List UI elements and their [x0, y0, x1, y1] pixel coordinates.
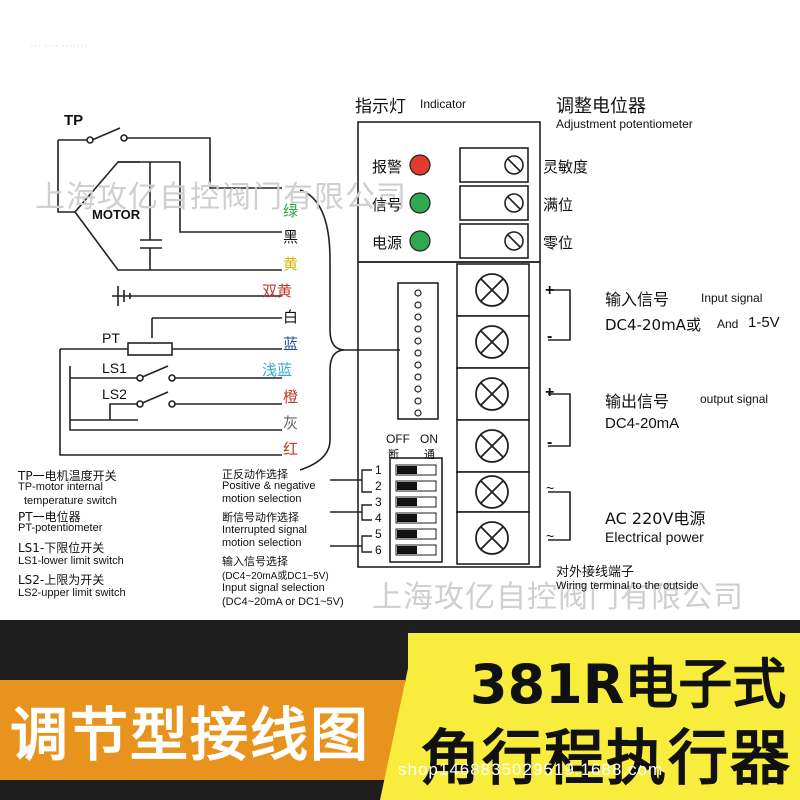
pot-title-cn: 调整电位器	[556, 96, 646, 117]
terminal-title-en: Wiring terminal to the outside	[556, 580, 699, 592]
output-spec: DC4-20mA	[605, 415, 680, 432]
dip-number: 3	[375, 495, 382, 509]
dip-note: 正反动作选择	[222, 468, 288, 481]
wire-label: 浅蓝	[262, 361, 293, 379]
dip-note: (DC4~20mA or DC1~5V)	[222, 596, 344, 608]
shop-url[interactable]: shop1468835029519.1688.com	[398, 760, 664, 779]
input-spec-b: 1-5V	[748, 314, 780, 331]
dip-note: motion selection	[222, 537, 302, 549]
wire-label: 双黄	[262, 282, 293, 300]
power-en-label: Electrical power	[605, 529, 704, 545]
legend-line: LS1-lower limit switch	[18, 555, 124, 567]
dip-note: motion selection	[222, 493, 302, 505]
terminal-title-cn: 对外接线端子	[556, 565, 635, 580]
legend-line: TP一电机温度开关	[18, 469, 117, 483]
terminal-screw-icons	[475, 273, 509, 555]
input-plus-sign: +	[545, 282, 555, 299]
bottom-right-panel	[408, 633, 800, 800]
dip-on-label: ON	[420, 432, 438, 446]
tp-label: TP	[64, 112, 84, 129]
indicator-label-alarm: 报警	[372, 158, 403, 176]
input-signal-en: Input signal	[701, 291, 763, 305]
legend-line: PT-potentiometer	[18, 522, 103, 534]
dip-number: 5	[375, 527, 382, 541]
dip-note: Positive & negative	[222, 480, 316, 492]
wire-label: 绿	[283, 202, 299, 220]
power-tilde: ~	[546, 480, 555, 496]
indicator-title-en: Indicator	[420, 97, 467, 111]
watermark-lower: 上海攻亿自控阀门有限公司	[372, 580, 744, 615]
dip-note: Input signal selection	[222, 582, 325, 594]
dip-off-label: OFF	[386, 432, 410, 446]
output-minus-sign: -	[547, 434, 553, 451]
dip-note: 输入信号选择	[222, 555, 288, 568]
signal-led-icon	[409, 192, 431, 214]
bottom-right-title-line1: 381R电子式	[470, 653, 787, 716]
wire-label: 蓝	[283, 335, 299, 353]
legend-line: PT一电位器	[18, 510, 81, 524]
bottom-left-title: 调节型接线图	[10, 701, 371, 769]
dip-on-cn-label: 通	[424, 448, 435, 461]
output-plus-sign: +	[545, 384, 555, 401]
output-signal-en: output signal	[700, 392, 769, 406]
output-signal-cn: 输出信号	[605, 392, 670, 411]
pot-title-en: Adjustment potentiometer	[556, 117, 693, 131]
dip-number: 1	[375, 463, 382, 477]
wire-label: 黄	[283, 255, 299, 273]
pot-label-zero: 零位	[543, 234, 574, 252]
bottom-right-title-line2: 角行程执行器	[420, 724, 792, 794]
dip-note: 断信号动作选择	[222, 511, 299, 524]
wire-label: 橙	[283, 388, 299, 406]
legend-line: temperature switch	[24, 495, 117, 507]
wire-label: 红	[283, 440, 299, 458]
motor-label: MOTOR	[92, 207, 141, 222]
bottom-left-tab	[0, 680, 405, 780]
indicator-label-power: 电源	[372, 234, 403, 252]
wire-label: 黑	[283, 228, 299, 246]
pt-label: PT	[102, 330, 120, 346]
alarm-led-icon	[409, 154, 431, 176]
dip-note: Interrupted signal	[222, 524, 307, 536]
legend-line: LS2-upper limit switch	[18, 587, 126, 599]
dip-number: 4	[375, 511, 382, 525]
watermark-upper: 上海攻亿自控阀门有限公司	[35, 180, 407, 215]
input-spec-a: DC4-20mA或	[605, 316, 701, 334]
legend-line: LS1-下限位开关	[18, 541, 105, 555]
input-minus-sign: -	[547, 328, 553, 345]
wiring-diagram	[57, 121, 571, 568]
input-signal-cn: 输入信号	[605, 290, 670, 309]
power-ac-label: AC 220V电源	[605, 509, 706, 528]
power-led-icon	[409, 230, 431, 252]
power-tilde: ~	[546, 528, 555, 544]
dip-number: 2	[375, 479, 382, 493]
legend-line: TP-motor internal	[18, 481, 103, 493]
legend-line: LS2-上限为开关	[18, 573, 105, 587]
input-spec-and: And	[717, 317, 739, 331]
indicator-label-signal: 信号	[372, 196, 403, 214]
dip-number: 6	[375, 543, 382, 557]
pot-label-full: 满位	[543, 196, 574, 214]
wire-label: 白	[283, 308, 299, 326]
pot-label-sensitivity: 灵敏度	[543, 158, 589, 176]
header-faded-text: ··· ···· ·······	[30, 40, 88, 52]
dip-off-cn-label: 断	[388, 448, 399, 461]
dip-note: (DC4~20mA或DC1~5V)	[222, 571, 329, 582]
ls2-label: LS2	[102, 386, 127, 402]
indicator-title-cn: 指示灯	[355, 97, 406, 117]
ls1-label: LS1	[102, 360, 127, 376]
wire-label: 灰	[283, 414, 299, 432]
